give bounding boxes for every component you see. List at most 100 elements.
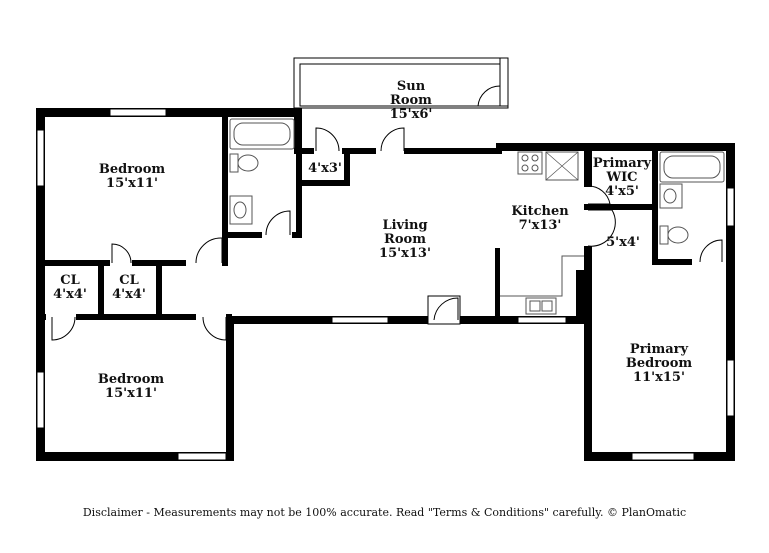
burner [531,154,539,162]
burner [521,164,529,172]
door-gap [314,148,342,154]
sink-basin [663,188,677,204]
room-dims: 4'x4' [112,287,146,302]
room-dims: 15'x13' [379,246,431,261]
door-gap [186,260,222,266]
window [109,108,167,117]
door-gap [584,210,592,246]
toilet-bowl [667,226,689,244]
room-name: WIC [606,170,638,185]
wall [36,452,234,461]
room-name: Primary [629,342,689,357]
room-dims: 5'x4' [606,235,640,250]
sun-room-walls [293,57,509,109]
sink-basin [233,201,247,219]
door-gap [110,260,132,266]
door-gap [262,232,292,238]
closet-small-label: 4'x3' [308,162,342,176]
toilet-tank [229,153,239,173]
door-swing [195,237,223,264]
room-name: CL [119,273,139,288]
bathtub-basin [233,122,291,146]
sliding-door-frame [427,295,461,325]
door-gap [692,259,726,265]
windows [36,108,735,461]
wall [495,248,500,320]
room-dims: 11'x15' [633,370,685,385]
room-name: Sun [396,79,426,94]
room-dims: 7'x13' [518,218,562,233]
wall [302,180,346,186]
wall [36,314,232,320]
wall [156,262,162,318]
door-swing [433,297,459,321]
wall [36,108,45,460]
toilet-bowl [237,154,259,172]
door-gap [196,314,226,320]
room-name: Bedroom [98,162,166,177]
kitchen-sink-basin [541,300,553,312]
door-swings [51,85,723,341]
window [726,187,735,227]
wall [652,143,658,265]
wall [222,112,228,264]
window [36,371,45,429]
sun-room-label: Sun Room 15'x6' [390,80,433,122]
door-swing [202,316,227,341]
stove [517,151,543,175]
refrigerator-x [545,151,579,181]
room-dims: 4'x5' [605,184,639,199]
door-gap [584,187,592,204]
door-gap [428,316,460,324]
wall [344,150,350,186]
bedroom-top-label: Bedroom 15'x11' [99,163,165,191]
door-openings [46,148,726,324]
door-swing [111,243,132,264]
room-name: Kitchen [511,204,569,219]
closet-right-label: CL 4'x4' [112,274,146,302]
burner [521,154,529,162]
kitchen-label: Kitchen 7'x13' [511,205,568,233]
room-name: Room [390,93,432,108]
window [726,359,735,417]
room-dims: 15'x6' [389,107,433,122]
door-swing [587,209,616,247]
window [631,452,695,461]
wall [98,262,104,318]
bedroom-bottom-label: Bedroom 15'x11' [98,373,164,401]
living-room-label: Living Room 15'x13' [379,219,431,261]
wall [226,316,234,461]
window [36,129,45,187]
room-name: CL [60,273,80,288]
door-swing [51,316,76,341]
window [331,316,389,324]
door-swing [477,85,501,107]
door-swing [380,127,405,152]
wall [726,143,735,461]
wall [294,108,302,154]
room-name: Bedroom [625,356,693,371]
room-dims: 15'x11' [106,176,158,191]
primary-bath-label: 5'x4' [606,236,640,250]
closet-left-label: CL 4'x4' [53,274,87,302]
room-dims: 4'x3' [308,161,342,176]
fixtures [229,118,725,315]
bathtub-basin [663,155,721,179]
disclaimer-text: Disclaimer - Measurements may not be 100… [82,506,687,519]
window [177,452,227,461]
door-swing [265,210,291,236]
primary-bedroom-label: Primary Bedroom 11'x15' [626,343,692,385]
room-dims: 15'x11' [105,386,157,401]
room-dims: 4'x4' [53,287,87,302]
burner [531,164,539,172]
wall [584,143,592,187]
wall [36,108,302,117]
primary-wic-label: Primary WIC 4'x5' [593,157,651,199]
kitchen-sink-basin [529,300,541,312]
wall [296,150,302,238]
door-swing [315,127,340,152]
wall [226,316,584,324]
wall [576,270,584,324]
window [517,316,567,324]
